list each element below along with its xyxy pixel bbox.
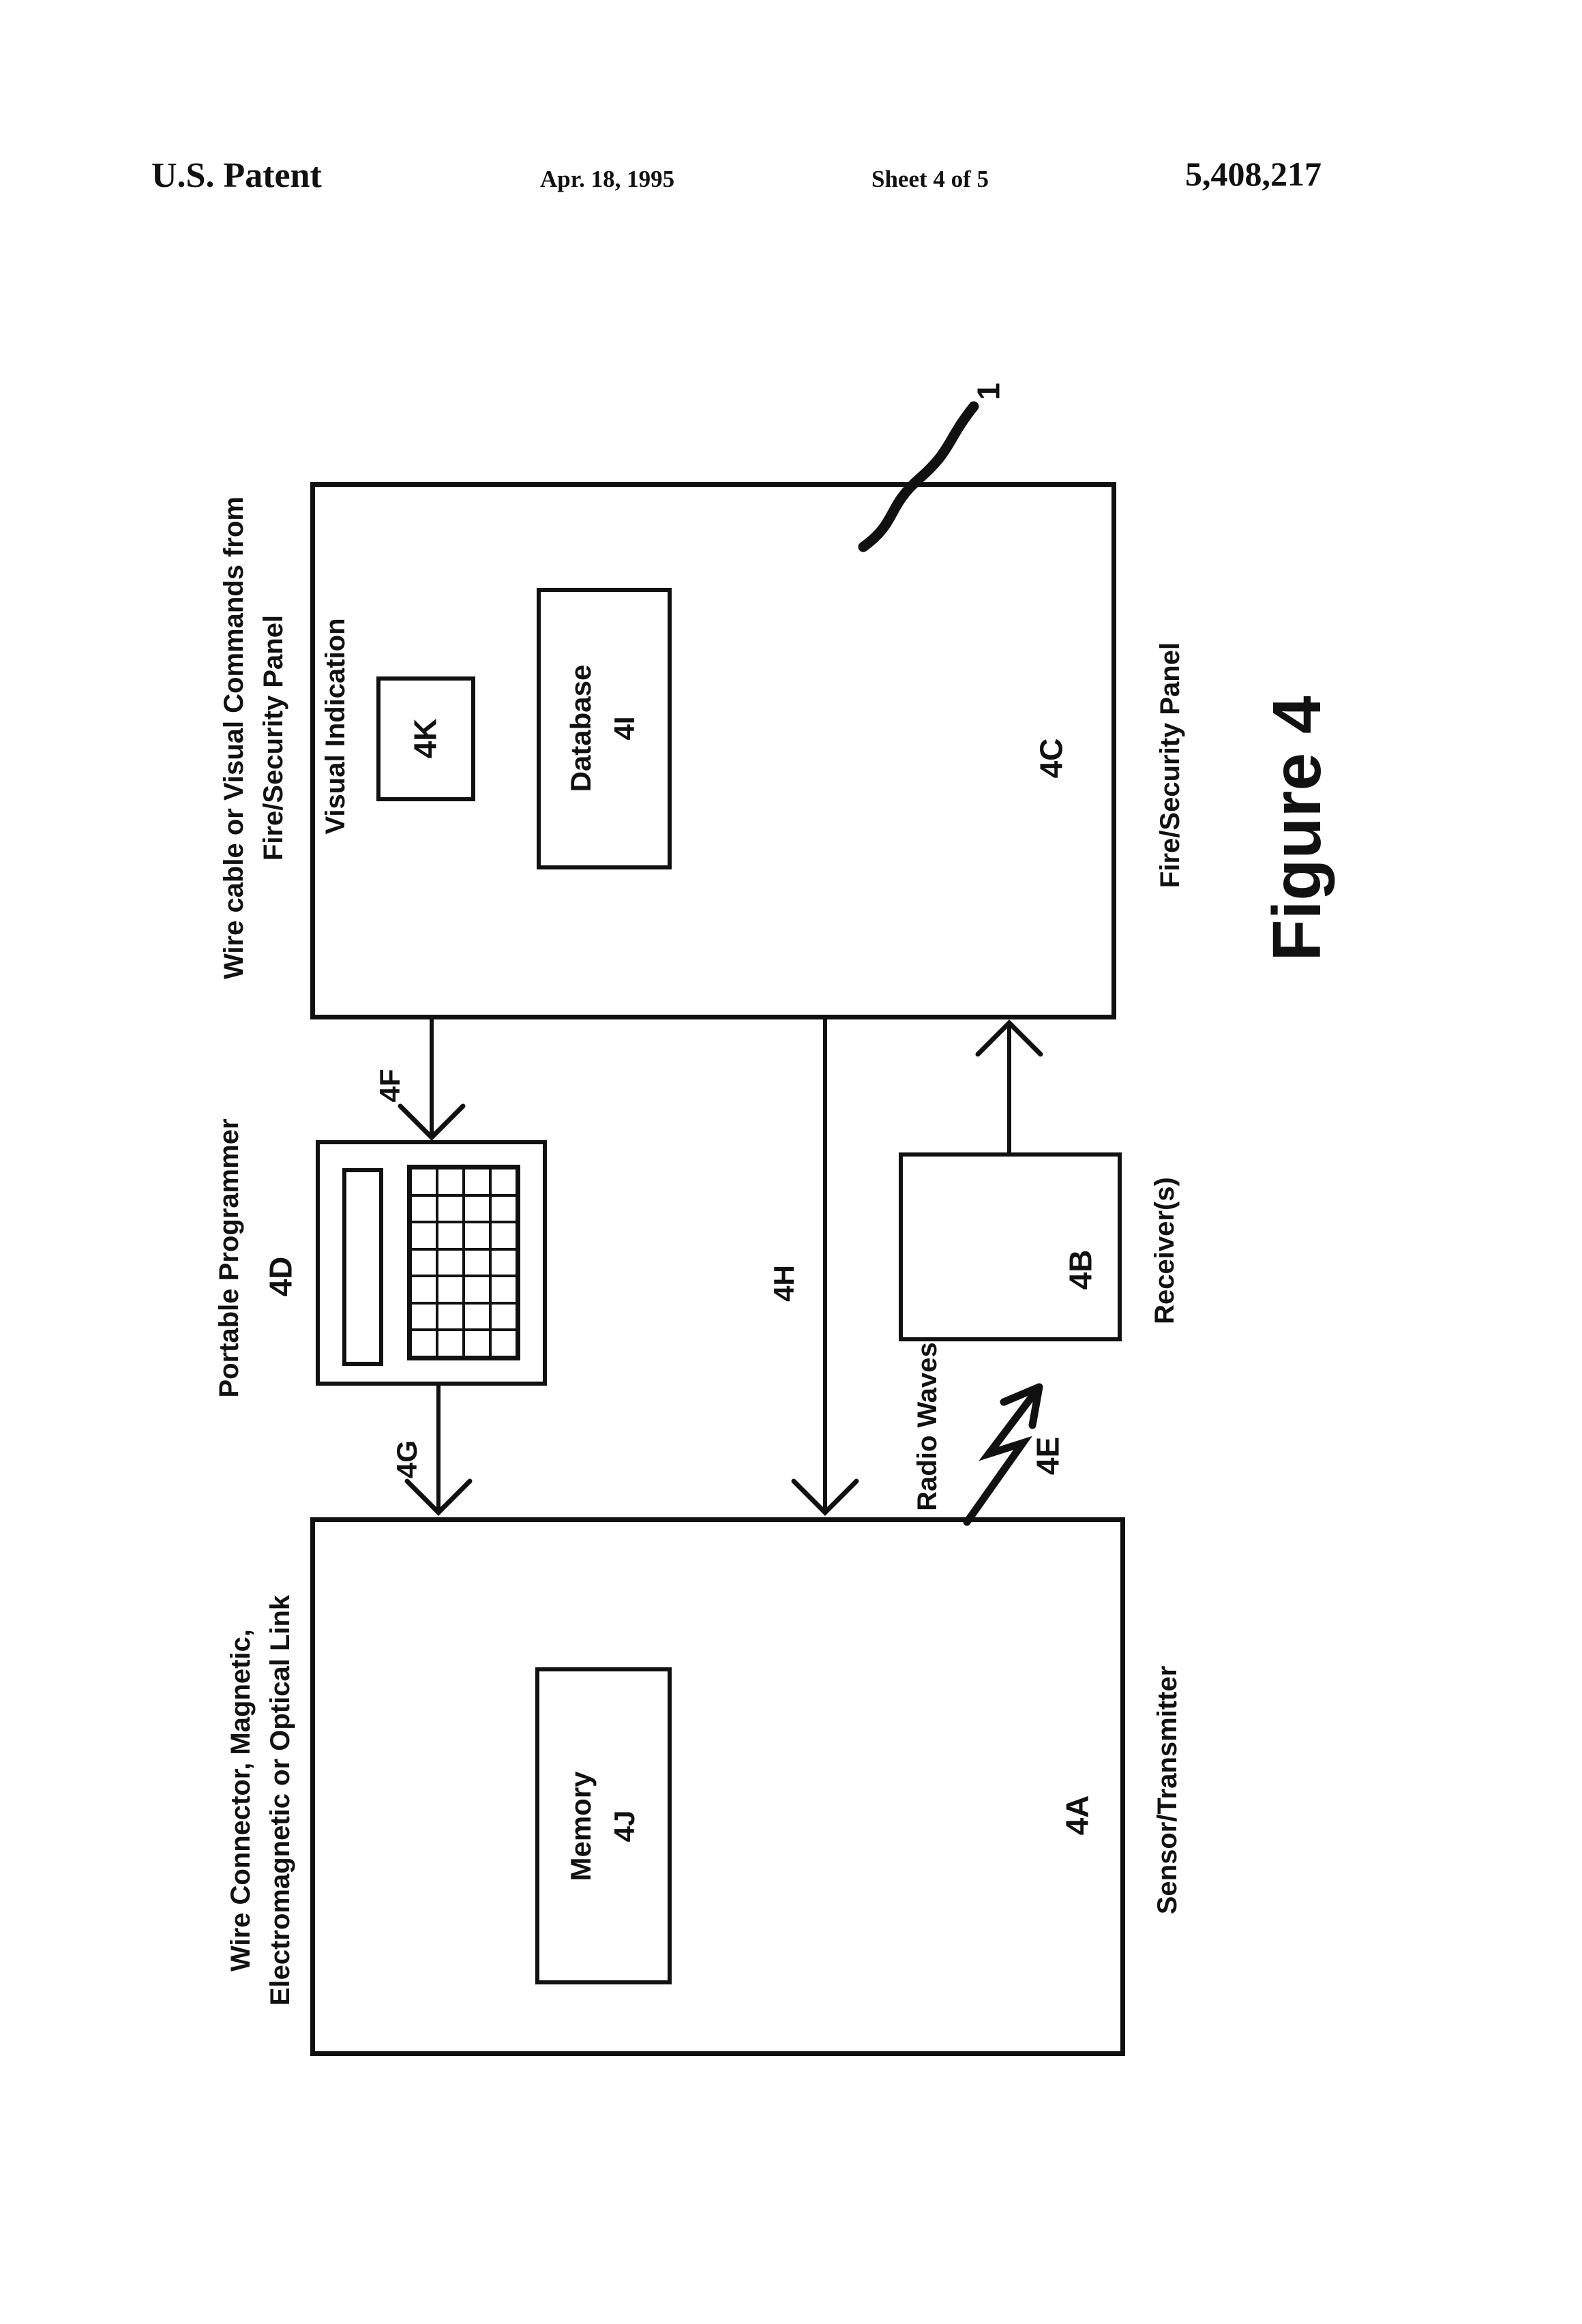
- receiver-name: Receiver(s): [1150, 1177, 1180, 1324]
- programmer-keypad: [407, 1165, 520, 1360]
- ref-4a: 4A: [1059, 1795, 1095, 1836]
- database-label-text: Database: [565, 664, 597, 792]
- arrow-4h-head: [791, 1478, 859, 1516]
- patent-number: 5,408,217: [1185, 155, 1322, 193]
- database-box: [537, 588, 672, 869]
- fire-security-panel-name: Fire/Security Panel: [1155, 642, 1185, 889]
- visual-indication-label: Visual Indication: [320, 618, 350, 835]
- radio-bolt-4e: [963, 1383, 1043, 1526]
- memory-label: Memory 4J: [559, 1771, 646, 1881]
- panel-outside-label-line1: Wire cable or Visual Commands from: [219, 496, 249, 979]
- ref-4b: 4B: [1062, 1249, 1099, 1290]
- patent-office-label: U.S. Patent: [151, 156, 322, 195]
- programmer-display: [342, 1168, 383, 1366]
- sensor-transmitter-name: Sensor/Transmitter: [1152, 1665, 1182, 1915]
- arrow-receiver-head: [975, 1019, 1043, 1057]
- arrow-4f-head: [398, 1103, 466, 1141]
- ref-4i: 4I: [608, 716, 640, 741]
- ref-4e: 4E: [1030, 1436, 1066, 1476]
- ref-4g: 4G: [390, 1440, 423, 1479]
- radio-waves-label: Radio Waves: [912, 1342, 942, 1511]
- database-label: Database 4I: [559, 665, 646, 792]
- reference-leader-squiggle: [858, 401, 979, 552]
- figure-caption: Figure 4: [1259, 696, 1335, 962]
- ref-4f: 4F: [373, 1069, 406, 1103]
- visual-indicator-box: [376, 676, 475, 801]
- sheet-number: Sheet 4 of 5: [871, 166, 989, 192]
- sensor-outside-label-line2: Electromagnetic or Optical Link: [265, 1594, 295, 2006]
- memory-label-text: Memory: [565, 1771, 597, 1881]
- ref-4k: 4K: [407, 718, 443, 759]
- patent-date: Apr. 18, 1995: [540, 166, 675, 192]
- ref-4c: 4C: [1033, 738, 1069, 779]
- radio-bolt-head-b: [1028, 1383, 1043, 1429]
- ref-4d: 4D: [263, 1256, 299, 1297]
- sensor-outside-label: Wire Connector, Magnetic, Electromagneti…: [221, 1595, 300, 2006]
- ref-4j: 4J: [608, 1810, 640, 1843]
- arrow-4g-head: [404, 1478, 473, 1516]
- panel-outside-label-line2: Fire/Security Panel: [258, 614, 288, 861]
- sensor-outside-label-line1: Wire Connector, Magnetic,: [226, 1629, 256, 1971]
- fire-security-panel-box: [310, 482, 1116, 1019]
- panel-outside-label: Wire cable or Visual Commands from Fire/…: [214, 496, 293, 979]
- portable-programmer-box: [316, 1140, 547, 1386]
- memory-box: [535, 1667, 672, 1984]
- radio-bolt-head-a: [1000, 1383, 1043, 1406]
- sensor-transmitter-box: [310, 1517, 1125, 2056]
- system-reference-1: 1: [970, 383, 1006, 400]
- portable-programmer-label: Portable Programmer: [214, 1118, 244, 1398]
- ref-4h: 4H: [767, 1265, 800, 1302]
